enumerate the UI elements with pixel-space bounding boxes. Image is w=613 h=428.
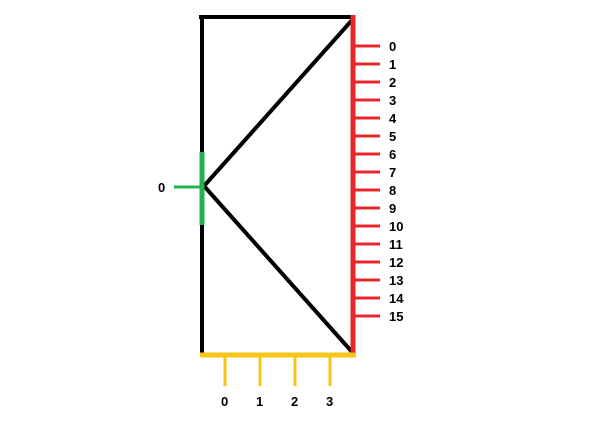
diagonal-upper bbox=[202, 17, 355, 188]
right-port-label: 3 bbox=[389, 93, 396, 108]
bottom-port-labels: 0 1 2 3 bbox=[221, 394, 333, 409]
right-port-label: 12 bbox=[389, 255, 403, 270]
right-port-labels: 0 1 2 3 4 5 6 7 8 9 10 11 12 13 14 15 bbox=[389, 39, 404, 324]
right-port-label: 0 bbox=[389, 39, 396, 54]
right-port-label: 7 bbox=[389, 165, 396, 180]
right-port-label: 1 bbox=[389, 57, 396, 72]
right-port-label: 6 bbox=[389, 147, 396, 162]
right-port-label: 4 bbox=[389, 111, 397, 126]
right-port-label: 10 bbox=[389, 219, 403, 234]
right-port-label: 5 bbox=[389, 129, 396, 144]
bottom-port-label: 1 bbox=[256, 394, 263, 409]
right-port-label: 2 bbox=[389, 75, 396, 90]
right-port-ticks bbox=[355, 44, 380, 318]
bottom-port-ticks bbox=[223, 357, 332, 386]
bottom-port-label: 2 bbox=[291, 394, 298, 409]
right-port-label: 14 bbox=[389, 291, 404, 306]
right-port-label: 9 bbox=[389, 201, 396, 216]
right-port-label: 11 bbox=[389, 237, 403, 252]
bottom-port-label: 0 bbox=[221, 394, 228, 409]
left-port-label: 0 bbox=[158, 180, 165, 195]
bottom-port-label: 3 bbox=[326, 394, 333, 409]
right-port-label: 8 bbox=[389, 183, 396, 198]
diagonal-lower bbox=[202, 184, 355, 355]
right-port-label: 13 bbox=[389, 273, 403, 288]
right-port-label: 15 bbox=[389, 309, 403, 324]
